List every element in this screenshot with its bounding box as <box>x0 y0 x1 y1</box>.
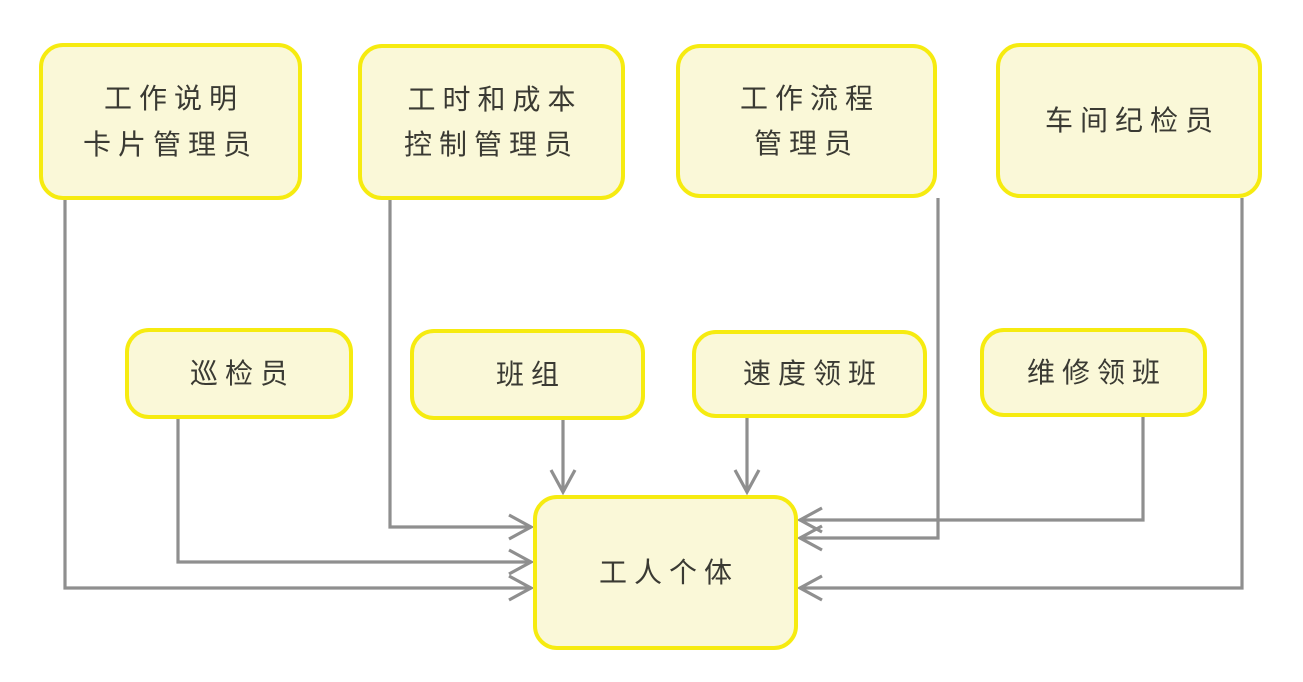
edge-maintenance-foreman-to-worker <box>796 417 1145 534</box>
node-work-instruction-card-admin: 工作说明 卡片管理员 <box>39 43 302 200</box>
node-label: 班组 <box>495 358 566 390</box>
node-label: 巡检员 <box>189 357 295 389</box>
node-speed-foreman: 速度领班 <box>692 330 927 418</box>
node-workshop-discipline-inspector: 车间纪检员 <box>996 43 1262 198</box>
node-maintenance-foreman: 维修领班 <box>980 328 1207 417</box>
edge-speed-foreman-to-worker <box>733 418 761 496</box>
edge-team-group-to-worker <box>549 420 577 496</box>
edge-discipline-inspector-to-worker <box>796 198 1244 602</box>
edge-workflow-admin-to-worker <box>796 198 940 552</box>
edge-hours-cost-to-worker <box>388 200 535 541</box>
node-workflow-admin: 工作流程 管理员 <box>676 44 937 198</box>
node-label: 工作流程 管理员 <box>739 82 880 159</box>
node-hours-cost-control-admin: 工时和成本 控制管理员 <box>358 44 625 200</box>
node-team-group: 班组 <box>410 329 645 420</box>
node-individual-worker: 工人个体 <box>533 495 798 650</box>
node-label: 工作说明 卡片管理员 <box>82 83 258 160</box>
edge-work-instruction-to-worker <box>63 200 535 602</box>
edge-patrol-inspector-to-worker <box>176 419 535 576</box>
node-label: 维修领班 <box>1026 356 1167 388</box>
node-label: 速度领班 <box>742 358 883 390</box>
node-patrol-inspector: 巡检员 <box>125 328 353 419</box>
node-label: 工人个体 <box>598 556 739 588</box>
node-label: 工时和成本 控制管理员 <box>403 83 583 160</box>
node-label: 车间纪检员 <box>1044 104 1220 136</box>
